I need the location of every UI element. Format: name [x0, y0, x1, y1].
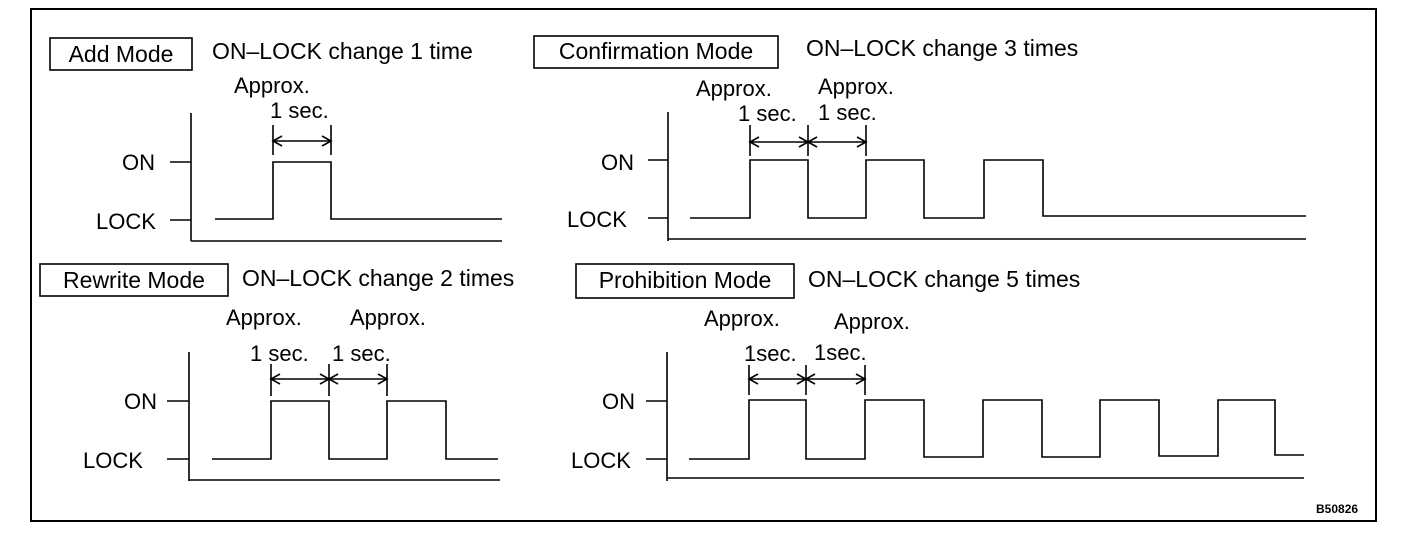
level-label-on: ON — [122, 150, 155, 175]
interval-duration-label: 1 sec. — [818, 100, 877, 125]
level-label-lock: LOCK — [571, 448, 631, 473]
mode-box — [575, 263, 795, 299]
signal-waveform — [689, 399, 1304, 460]
arrowhead — [269, 373, 281, 385]
panel-confirmation-mode: Confirmation Mode ON–LOCK change 3 times… — [533, 35, 1306, 241]
signal-waveform — [690, 159, 1306, 219]
mode-name: Rewrite Mode — [63, 267, 205, 293]
signal-waveform — [212, 400, 498, 460]
interval-duration-label: 1 sec. — [332, 341, 391, 366]
arrowhead — [321, 135, 333, 147]
interval-approx-label: Approx. — [234, 73, 310, 98]
mode-name: Confirmation Mode — [559, 38, 753, 64]
interval-approx-label: Approx. — [818, 74, 894, 99]
interval-approx-label: Approx. — [704, 306, 780, 331]
arrowhead — [747, 373, 759, 385]
figure-code: B50826 — [1316, 502, 1358, 516]
panel-add-mode: Add Mode ON–LOCK change 1 time Approx. 1… — [49, 37, 502, 242]
interval-duration-label: 1sec. — [814, 340, 867, 365]
arrowhead — [748, 136, 760, 148]
interval-duration-label: 1 sec. — [250, 341, 309, 366]
arrowhead — [856, 136, 868, 148]
mode-box — [533, 35, 779, 69]
arrowhead — [271, 135, 283, 147]
interval-approx-label: Approx. — [834, 309, 910, 334]
arrowhead — [377, 373, 389, 385]
mode-description: ON–LOCK change 1 time — [212, 38, 473, 64]
mode-description: ON–LOCK change 5 times — [808, 266, 1080, 292]
panel-prohibition-mode: Prohibition Mode ON–LOCK change 5 times … — [571, 263, 1304, 481]
level-label-lock: LOCK — [567, 207, 627, 232]
diagram-frame — [30, 8, 1377, 522]
mode-name: Prohibition Mode — [599, 267, 772, 293]
arrowhead — [327, 373, 339, 385]
mode-name: Add Mode — [69, 41, 174, 67]
interval-duration-label: 1 sec. — [738, 101, 797, 126]
signal-waveform — [215, 161, 502, 220]
level-label-on: ON — [602, 389, 635, 414]
interval-duration-label: 1 sec. — [270, 98, 329, 123]
arrowhead — [806, 136, 818, 148]
interval-duration-label: 1sec. — [744, 341, 797, 366]
level-label-lock: LOCK — [83, 448, 143, 473]
mode-description: ON–LOCK change 2 times — [242, 265, 514, 291]
interval-approx-label: Approx. — [350, 305, 426, 330]
level-label-on: ON — [601, 150, 634, 175]
mode-box — [39, 263, 229, 297]
arrowhead — [804, 373, 816, 385]
mode-description: ON–LOCK change 3 times — [806, 35, 1078, 61]
mode-box — [49, 37, 193, 71]
level-label-on: ON — [124, 389, 157, 414]
arrowhead — [855, 373, 867, 385]
panel-rewrite-mode: Rewrite Mode ON–LOCK change 2 times Appr… — [39, 263, 514, 481]
interval-approx-label: Approx. — [696, 76, 772, 101]
interval-approx-label: Approx. — [226, 305, 302, 330]
level-label-lock: LOCK — [96, 209, 156, 234]
